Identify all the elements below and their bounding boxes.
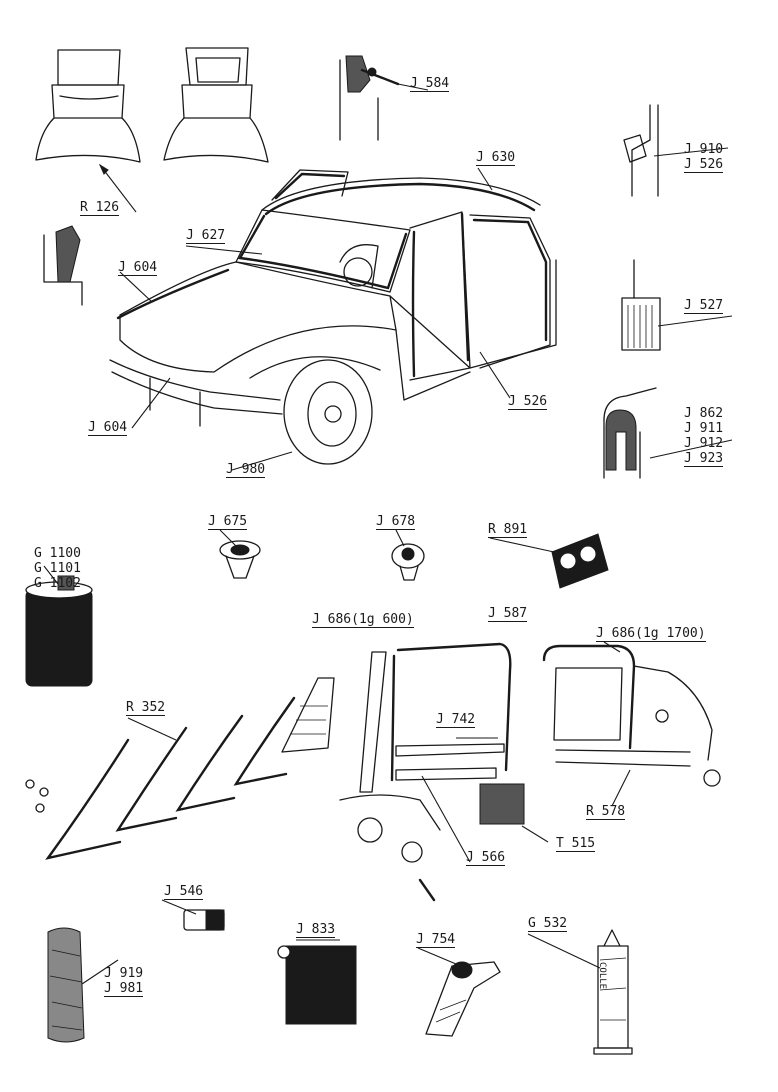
fabric-roll bbox=[277, 939, 357, 1025]
label-j919: J 919 bbox=[104, 966, 144, 981]
label-j923: J 923 bbox=[684, 451, 724, 467]
clip-j675 bbox=[219, 529, 261, 579]
label-j604-top: J 604 bbox=[118, 260, 158, 276]
label-j627: J 627 bbox=[186, 228, 226, 244]
vent-window-frames bbox=[25, 677, 335, 860]
label-j546: J 546 bbox=[164, 884, 204, 900]
label-j910: J 910 bbox=[684, 142, 724, 157]
label-t515: T 515 bbox=[556, 836, 596, 852]
profile-j584 bbox=[339, 55, 400, 141]
label-j833: J 833 bbox=[296, 922, 336, 938]
label-j587: J 587 bbox=[488, 606, 528, 622]
label-j754: J 754 bbox=[416, 932, 456, 948]
label-j742: J 742 bbox=[436, 712, 476, 728]
profile-j862 bbox=[603, 387, 657, 479]
label-j630: J 630 bbox=[476, 150, 516, 166]
leader-r126 bbox=[99, 164, 137, 213]
label-j526-top: J 526 bbox=[684, 157, 724, 173]
label-j981: J 981 bbox=[104, 981, 144, 997]
label-j911: J 911 bbox=[684, 421, 724, 436]
label-j912: J 912 bbox=[684, 436, 724, 451]
label-j862: J 862 bbox=[684, 406, 724, 421]
tube-text: COLLE bbox=[597, 962, 607, 990]
profile-j527 bbox=[621, 259, 661, 351]
label-j686-600: J 686(1g 600) bbox=[312, 612, 414, 628]
part-j546 bbox=[161, 899, 225, 931]
glue-tin bbox=[25, 565, 93, 687]
label-j527: J 527 bbox=[684, 298, 724, 314]
tape-roll bbox=[47, 927, 119, 1043]
door-window-frame bbox=[339, 642, 549, 902]
clip-part bbox=[43, 225, 83, 306]
label-j686-1700: J 686(1g 1700) bbox=[596, 626, 706, 642]
glue-tube bbox=[527, 929, 633, 1055]
label-j604-bottom: J 604 bbox=[88, 420, 128, 436]
label-j584: J 584 bbox=[410, 76, 450, 92]
label-j675: J 675 bbox=[208, 514, 248, 530]
label-j566: J 566 bbox=[466, 850, 506, 866]
boot-part-left bbox=[35, 49, 141, 163]
label-g1102: G 1102 bbox=[34, 576, 81, 591]
label-r126: R 126 bbox=[80, 200, 120, 216]
label-g532: G 532 bbox=[528, 916, 568, 932]
label-j678: J 678 bbox=[376, 514, 416, 530]
car-illustration bbox=[109, 169, 557, 465]
boot-part-right bbox=[163, 47, 269, 163]
part-j754 bbox=[417, 947, 501, 1037]
label-g1101: G 1101 bbox=[34, 561, 81, 576]
rear-door-frame bbox=[542, 641, 721, 807]
profile-j910 bbox=[623, 104, 659, 197]
label-j980: J 980 bbox=[226, 462, 266, 478]
label-r352: R 352 bbox=[126, 700, 166, 716]
label-j526-mid: J 526 bbox=[508, 394, 548, 410]
label-g1100: G 1100 bbox=[34, 546, 81, 561]
clip-j678 bbox=[391, 529, 425, 581]
button-r891 bbox=[489, 533, 609, 589]
label-r578: R 578 bbox=[586, 804, 626, 820]
label-r891: R 891 bbox=[488, 522, 528, 538]
